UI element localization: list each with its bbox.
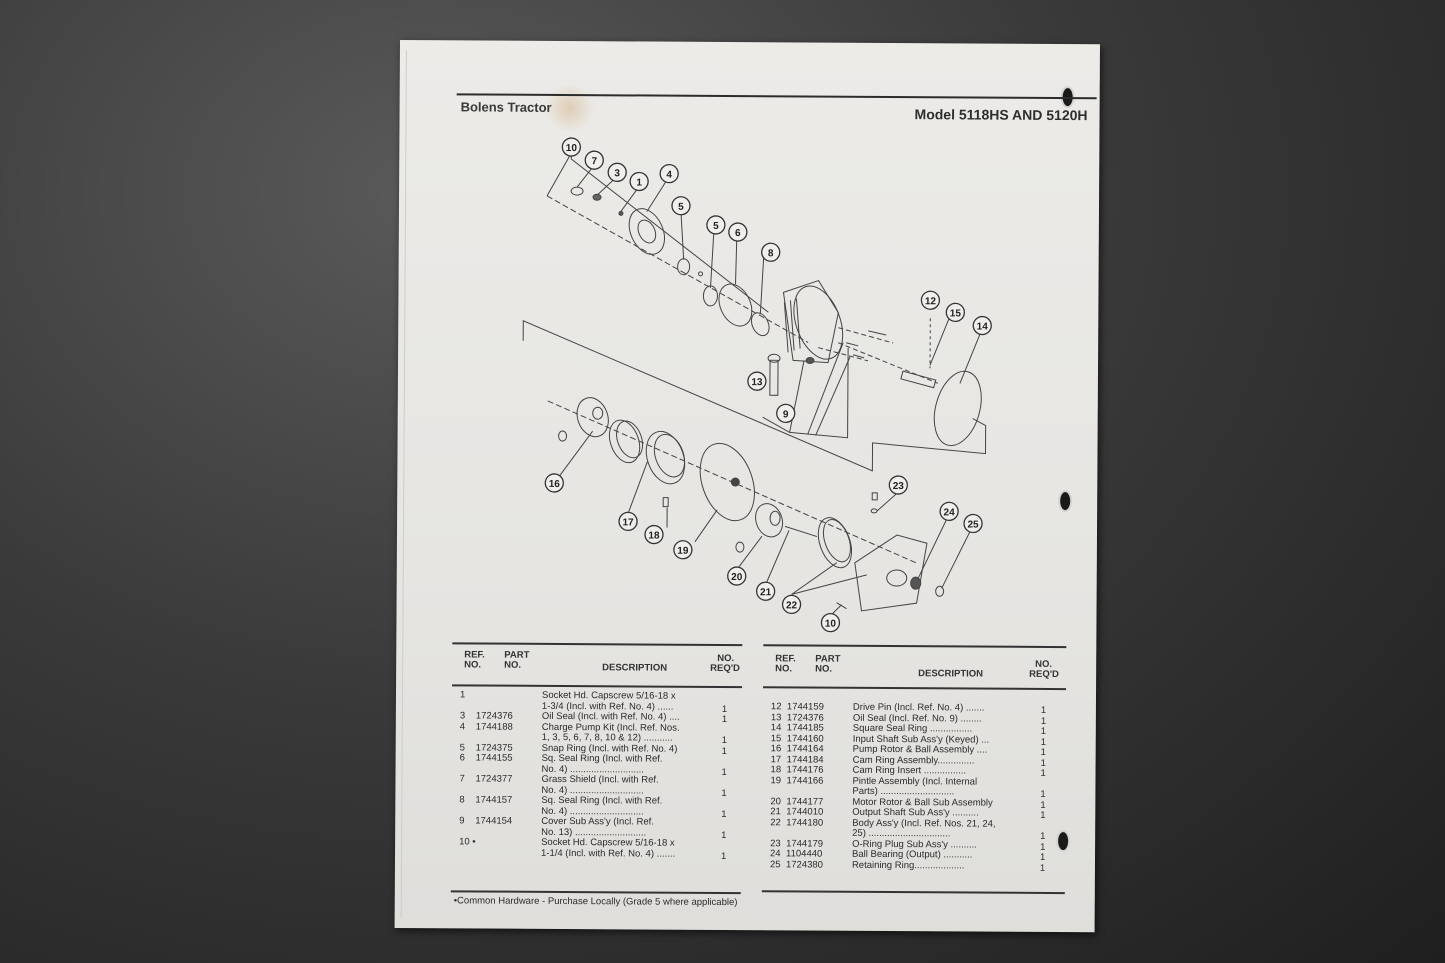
callout-10: 10 — [566, 143, 578, 154]
callout-5b: 5 — [713, 221, 719, 232]
callout-13: 13 — [751, 377, 763, 388]
part-no: 1724376 — [475, 710, 513, 722]
exploded-parts-diagram: 10 7 3 1 4 5 5 6 8 12 15 14 13 9 16 17 1… — [522, 137, 992, 633]
part-no: 1744185 — [786, 722, 824, 734]
callout-18: 18 — [648, 531, 660, 542]
part-no: 1744010 — [786, 806, 824, 818]
part-no: 1744180 — [786, 816, 824, 829]
footnote: •Common Hardware - Purchase Locally (Gra… — [453, 895, 738, 909]
part-no: 1724377 — [475, 773, 513, 785]
part-no: 1104440 — [786, 848, 823, 860]
callout-21: 21 — [760, 587, 772, 598]
description: 25) ............................... — [852, 827, 951, 840]
description: Parts) ............................ — [852, 785, 955, 798]
callout-10b: 10 — [825, 619, 837, 630]
callout-20: 20 — [731, 572, 743, 583]
part-no: 1744157 — [475, 794, 513, 806]
callout-6: 6 — [735, 228, 741, 239]
callout-5a: 5 — [678, 202, 684, 213]
table-header: REF. NO. PART NO. DESCRIPTION NO. REQ'D — [763, 644, 1067, 691]
table-header: REF. NO. PART NO. DESCRIPTION NO. REQ'D — [452, 642, 743, 689]
callout-3: 3 — [614, 168, 620, 179]
description: Cover Sub Ass'y (Incl. Ref. — [541, 815, 654, 828]
callout-23: 23 — [893, 481, 905, 492]
callout-22: 22 — [786, 600, 798, 611]
callout-9: 9 — [783, 409, 789, 420]
description: 1-1/4 (Incl. with Ref. No. 4) ....... — [541, 847, 676, 860]
callout-14: 14 — [977, 322, 989, 333]
part-no: 1744188 — [475, 720, 513, 733]
description: Grass Shield (Incl. with Ref. — [541, 773, 659, 786]
part-no: 1744159 — [786, 701, 824, 713]
description: Cam Ring Insert ................ — [852, 764, 967, 777]
qty-required: 1 — [720, 850, 727, 862]
parts-table-left: REF. NO. PART NO. DESCRIPTION NO. REQ'D … — [450, 642, 743, 895]
callout-24: 24 — [944, 507, 956, 518]
callout-17: 17 — [622, 517, 634, 528]
table-bottom-rule — [761, 890, 1065, 895]
callout-8: 8 — [768, 248, 774, 259]
part-no: 1744164 — [786, 743, 824, 755]
part-no: 1744166 — [786, 774, 824, 787]
part-no: 1744155 — [475, 752, 513, 764]
part-no: 1744154 — [475, 815, 513, 827]
callout-12: 12 — [925, 296, 937, 307]
callout-15: 15 — [950, 308, 962, 319]
callout-25: 25 — [967, 519, 979, 530]
ref-no: 10 • — [459, 836, 476, 848]
parts-table-right: REF. NO. PART NO. DESCRIPTION NO. REQ'D … — [761, 644, 1067, 895]
manual-page: Bolens Tractor Model 5118HS AND 5120H — [394, 40, 1100, 933]
header-description: DESCRIPTION — [918, 668, 984, 680]
part-no: 1724380 — [785, 858, 823, 871]
description: Retaining Ring................... — [851, 859, 965, 871]
callout-4: 4 — [666, 170, 672, 181]
ref-no: 1 — [459, 689, 466, 701]
callout-16: 16 — [549, 479, 561, 490]
callout-1: 1 — [636, 177, 642, 188]
header-description: DESCRIPTION — [602, 662, 668, 674]
qty-required: 1 — [1039, 862, 1046, 874]
table-bottom-rule — [450, 890, 741, 895]
callout-7: 7 — [591, 156, 597, 167]
part-no: 1744176 — [786, 764, 824, 776]
callout-19: 19 — [677, 546, 689, 557]
